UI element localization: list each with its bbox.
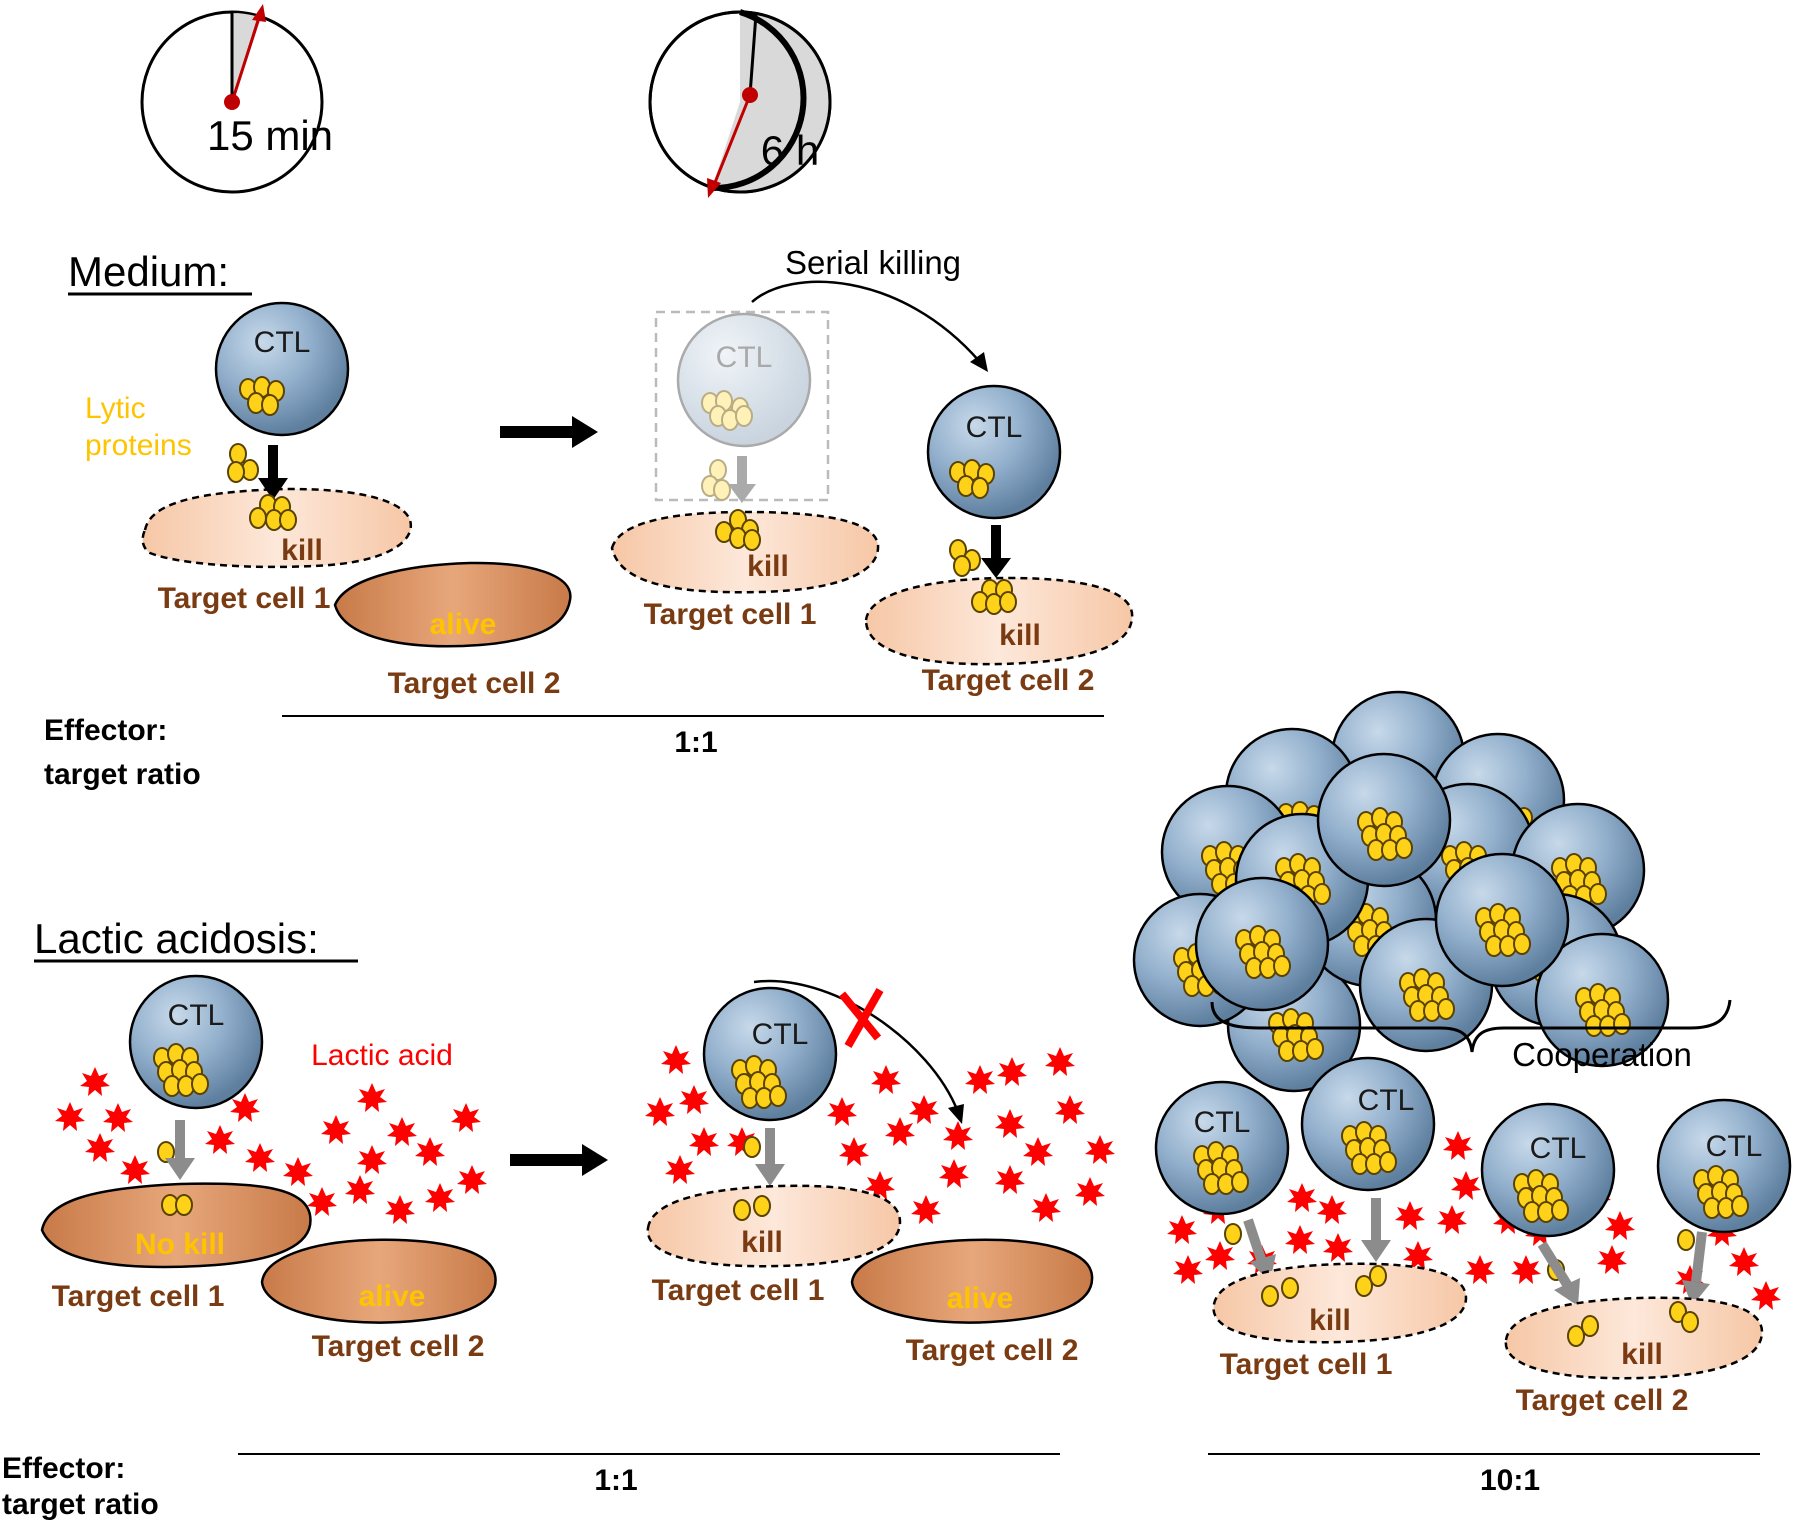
ctl-label: CTL	[966, 411, 1023, 444]
target-cell-1-label: Target cell 1	[52, 1280, 225, 1313]
target-cell-1-label: Target cell 1	[158, 582, 331, 615]
cooperation-section: Cooperation CTL CTL CTL CTL	[1132, 690, 1792, 1497]
ratio-value: 1:1	[594, 1464, 637, 1497]
clock-6h: 6 h	[648, 9, 832, 198]
ctl-cell	[926, 384, 1062, 520]
ctl-faded-label: CTL	[716, 341, 773, 374]
lactic-acid-label: Lactic acid	[311, 1039, 453, 1072]
target-cell-alive	[260, 1238, 497, 1324]
kill-label: kill	[747, 550, 789, 583]
blocked-x-icon	[838, 988, 884, 1048]
kill-label: kill	[281, 534, 323, 567]
target-cell-dead	[864, 576, 1134, 666]
acidosis-section: Lactic acidosis: CTL Lactic acid No kill…	[2, 915, 1115, 1521]
clock-6h-label: 6 h	[761, 127, 819, 174]
ctl-cell	[1480, 1102, 1616, 1238]
target-cell-2-label: Target cell 2	[312, 1330, 485, 1363]
target-cell-dead	[610, 510, 880, 594]
target-cell-dead	[1212, 1262, 1468, 1344]
acidosis-heading: Lactic acidosis:	[34, 915, 319, 962]
ctl-cluster	[1132, 690, 1670, 1093]
target-cell-alive	[40, 1182, 312, 1269]
kill-label: kill	[999, 619, 1041, 652]
clock-15min-label: 15 min	[207, 112, 333, 159]
kill-label: kill	[1621, 1338, 1663, 1371]
target-cell-dead	[646, 1184, 902, 1268]
target-cell-1-label: Target cell 1	[1220, 1348, 1393, 1381]
target-cell-2-label: Target cell 2	[922, 664, 1095, 697]
target-cell-2-label: Target cell 2	[1516, 1384, 1689, 1417]
ratio-value: 10:1	[1480, 1464, 1540, 1497]
ctl-label: CTL	[752, 1018, 809, 1051]
no-kill-label: No kill	[135, 1228, 225, 1261]
ratio-label: Effector:	[2, 1452, 125, 1485]
ratio-value: 1:1	[674, 726, 717, 759]
ctl-cell	[1656, 1098, 1792, 1234]
ctl-label: CTL	[254, 326, 311, 359]
ctl-label: CTL	[1194, 1106, 1251, 1139]
kill-label: kill	[741, 1226, 783, 1259]
alive-label: alive	[359, 1280, 426, 1313]
cooperation-brace	[1210, 999, 1732, 1053]
ratio-label: Effector:	[44, 714, 167, 747]
alive-label: alive	[947, 1282, 1014, 1315]
ratio-label-2: target ratio	[44, 758, 201, 791]
target-cell-1-label: Target cell 1	[652, 1274, 825, 1307]
ctl-label: CTL	[168, 999, 225, 1032]
target-cell-2-label: Target cell 2	[388, 667, 561, 700]
serial-killing-label: Serial killing	[785, 244, 961, 281]
clock-15min: 15 min	[140, 4, 333, 194]
medium-heading: Medium:	[68, 248, 229, 295]
medium-section: Medium: CTL Lytic proteins kill Target c…	[44, 244, 1134, 791]
kill-label: kill	[1309, 1304, 1351, 1337]
target-cell-2-label: Target cell 2	[906, 1334, 1079, 1367]
clock-hand	[712, 94, 752, 186]
cooperation-label: Cooperation	[1512, 1036, 1692, 1073]
ctl-cell	[214, 301, 350, 437]
clock-hand	[230, 17, 261, 103]
lytic-proteins-label-2: proteins	[85, 429, 192, 462]
lytic-proteins-label: Lytic	[85, 392, 146, 425]
ctl-label: CTL	[1530, 1132, 1587, 1165]
target-cell-alive	[850, 1238, 1094, 1324]
ratio-label-2: target ratio	[2, 1488, 159, 1521]
alive-label: alive	[430, 608, 497, 641]
ctl-label: CTL	[1358, 1084, 1415, 1117]
target-cell-alive	[333, 561, 572, 648]
ctl-label: CTL	[1706, 1130, 1763, 1163]
target-cell-1-label: Target cell 1	[644, 598, 817, 631]
